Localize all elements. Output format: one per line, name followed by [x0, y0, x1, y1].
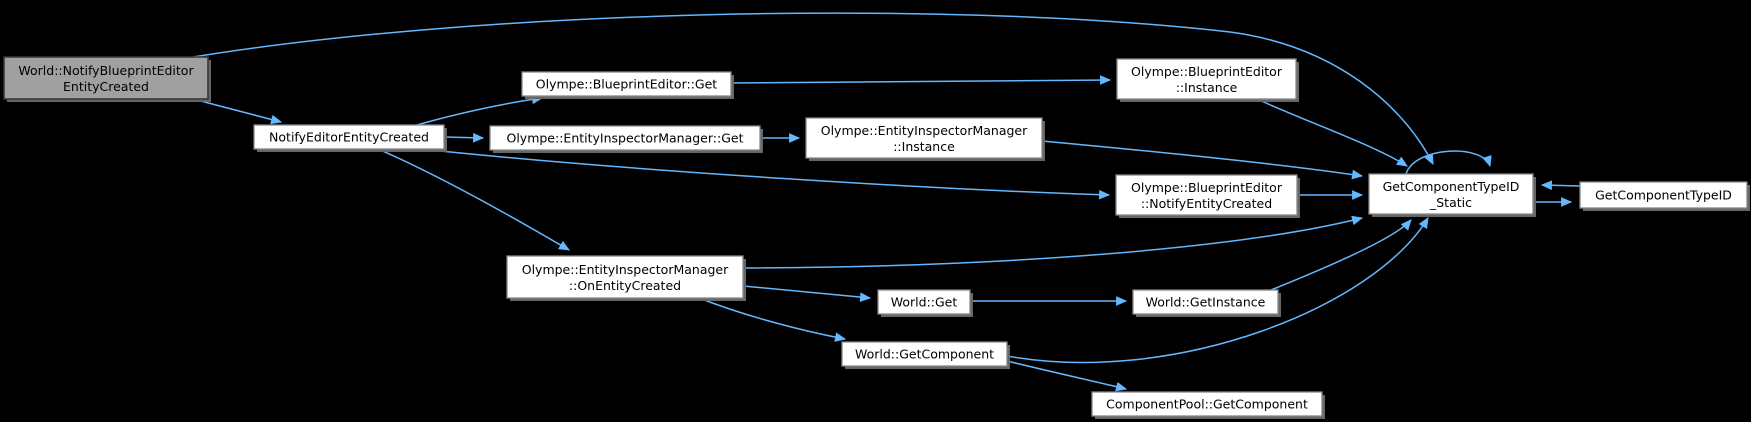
edge-blueprint-editor-get-to-blueprint-editor-instance [730, 75, 1112, 85]
node-entity-inspector-manager-on-entity-created: Olympe::EntityInspectorManager::OnEntity… [506, 255, 746, 301]
node-component-pool-get-component: ComponentPool::GetComponent [1091, 391, 1325, 419]
node-blueprint-editor-get: Olympe::BlueprintEditor::Get [521, 71, 734, 99]
node-box-world-notify-blueprint-editor-entity-created [3, 56, 209, 100]
edge-entity-inspector-manager-instance-to-get-component-type-id-static [1041, 140, 1364, 180]
edge-world-notify-blueprint-editor-entity-created-to-get-component-type-id-static [192, 12, 1434, 165]
node-get-component-type-id: GetComponentTypeID [1579, 181, 1750, 211]
node-box-component-pool-get-component[interactable] [1091, 391, 1323, 417]
edge-entity-inspector-manager-on-entity-created-to-world-get [742, 285, 872, 303]
node-box-blueprint-editor-notify-entity-created[interactable] [1115, 174, 1298, 216]
edge-notify-editor-entity-created-to-blueprint-editor-get [416, 94, 544, 126]
node-notify-editor-entity-created: NotifyEditorEntityCreated [253, 124, 447, 152]
node-entity-inspector-manager-get: Olympe::EntityInspectorManager::Get [489, 125, 763, 153]
node-box-entity-inspector-manager-instance[interactable] [805, 117, 1043, 159]
edge-world-get-instance-to-get-component-type-id-static [1270, 219, 1412, 291]
node-box-entity-inspector-manager-on-entity-created[interactable] [506, 255, 744, 299]
edge-world-get-component-to-component-pool-get-component [1006, 360, 1128, 392]
edge-entity-inspector-manager-on-entity-created-to-get-component-type-id-static [742, 215, 1364, 269]
node-box-world-get-instance[interactable] [1132, 289, 1279, 315]
node-box-get-component-type-id[interactable] [1579, 181, 1748, 209]
node-world-get: World::Get [877, 289, 973, 317]
edge-world-get-component-to-get-component-type-id-static [1006, 217, 1429, 364]
edge-blueprint-editor-instance-to-get-component-type-id-static [1256, 98, 1408, 167]
node-box-blueprint-editor-instance[interactable] [1116, 58, 1297, 100]
node-box-notify-editor-entity-created[interactable] [253, 124, 445, 150]
edge-notify-editor-entity-created-to-blueprint-editor-notify-entity-created [420, 148, 1111, 200]
node-world-get-instance: World::GetInstance [1132, 289, 1281, 317]
edge-layer [192, 12, 1581, 392]
node-entity-inspector-manager-instance: Olympe::EntityInspectorManager::Instance [805, 117, 1045, 161]
node-world-get-component: World::GetComponent [841, 341, 1010, 369]
edge-notify-editor-entity-created-to-entity-inspector-manager-get [443, 132, 485, 143]
edge-notify-editor-entity-created-to-entity-inspector-manager-on-entity-created [377, 148, 570, 251]
node-blueprint-editor-instance: Olympe::BlueprintEditor::Instance [1116, 58, 1299, 102]
node-blueprint-editor-notify-entity-created: Olympe::BlueprintEditor::NotifyEntityCre… [1115, 174, 1300, 218]
node-box-blueprint-editor-get[interactable] [521, 71, 732, 97]
node-box-entity-inspector-manager-get[interactable] [489, 125, 761, 151]
edge-entity-inspector-manager-on-entity-created-to-world-get-component [698, 297, 847, 342]
node-box-world-get[interactable] [877, 289, 971, 315]
node-box-world-get-component[interactable] [841, 341, 1008, 367]
node-get-component-type-id-static: GetComponentTypeID_Static [1368, 173, 1536, 217]
node-box-get-component-type-id-static[interactable] [1368, 173, 1534, 215]
edge-get-component-type-id-to-get-component-type-id-static [1540, 180, 1581, 191]
edge-get-component-type-id-static-to-get-component-type-id-static [1405, 150, 1492, 175]
